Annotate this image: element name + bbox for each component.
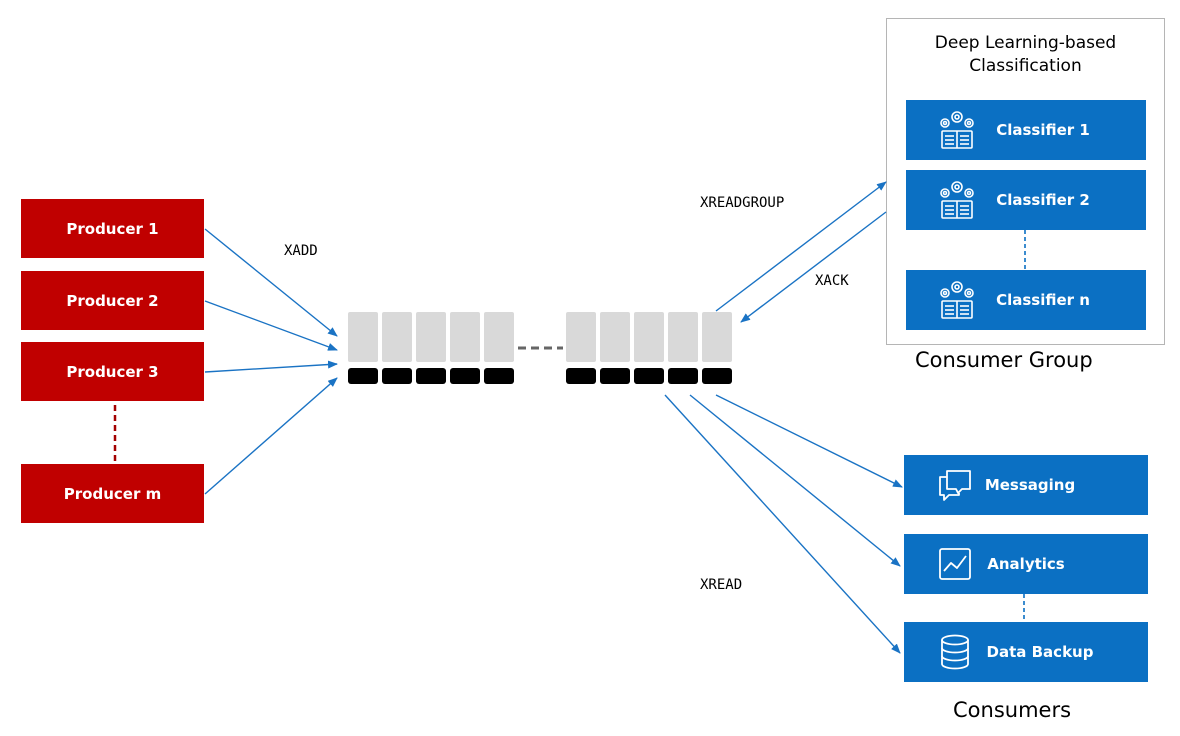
arrow-producer-m (204, 377, 338, 495)
database-icon (941, 634, 969, 670)
classifier-n-label: Classifier n (996, 291, 1090, 309)
producer-m-box: Producer m (21, 464, 204, 523)
stream-entry-id (382, 368, 412, 384)
xreadgroup-label: XREADGROUP (700, 195, 785, 211)
stream-entry (348, 312, 378, 362)
messaging-box: Messaging (904, 455, 1148, 515)
stream-entry-id (348, 368, 378, 384)
consumer-group-title: Deep Learning-based Classification (886, 32, 1165, 78)
stream-entry-id (450, 368, 480, 384)
producer-3-label: Producer 3 (66, 362, 159, 381)
classifier-2-label: Classifier 2 (996, 191, 1090, 209)
stream-entry (484, 312, 514, 362)
xadd-label: XADD (284, 243, 318, 259)
stream-entry-id (416, 368, 446, 384)
arrow-producer-2 (204, 300, 338, 351)
messaging-label: Messaging (984, 476, 1076, 494)
consumer-group-title-line2: Classification (969, 56, 1082, 76)
chat-bubbles-icon (939, 470, 971, 501)
consumer-group-title-line1: Deep Learning-based (934, 33, 1117, 53)
stream-entry-id (600, 368, 630, 384)
consumers-caption: Consumers (953, 698, 1072, 722)
producer-3-box: Producer 3 (21, 342, 204, 401)
stream-entry (634, 312, 664, 362)
classifier-2-box: Classifier 2 (906, 170, 1146, 230)
arrow-to-analytics (689, 394, 901, 567)
stream-entry (416, 312, 446, 362)
consumer-group-caption: Consumer Group (915, 348, 1093, 372)
stream-entry-id (566, 368, 596, 384)
classifier-icon (940, 281, 974, 319)
producer-1-label: Producer 1 (66, 219, 159, 238)
arrow-xack (740, 211, 887, 323)
data-backup-box: Data Backup (904, 622, 1148, 682)
stream-entry (566, 312, 596, 362)
arrow-xreadgroup (715, 181, 887, 312)
stream-entry-id (484, 368, 514, 384)
stream-entry-id (702, 368, 732, 384)
classifier-n-box: Classifier n (906, 270, 1146, 330)
arrow-to-messaging (715, 394, 903, 488)
classifier-1-box: Classifier 1 (906, 100, 1146, 160)
stream-entry-id (668, 368, 698, 384)
analytics-box: Analytics (904, 534, 1148, 594)
analytics-label: Analytics (987, 555, 1065, 573)
stream-entry (668, 312, 698, 362)
producer-m-label: Producer m (63, 484, 162, 503)
classifier-1-label: Classifier 1 (996, 121, 1090, 139)
line-chart-icon (939, 548, 971, 580)
xread-label: XREAD (700, 577, 743, 593)
producer-2-box: Producer 2 (21, 271, 204, 330)
arrow-producer-1 (204, 228, 338, 337)
stream-entry (702, 312, 732, 362)
producer-1-box: Producer 1 (21, 199, 204, 258)
classifier-icon (940, 111, 974, 149)
producer-2-label: Producer 2 (66, 291, 159, 310)
classifier-icon (940, 181, 974, 219)
xack-label: XACK (815, 273, 849, 289)
stream-entry (450, 312, 480, 362)
stream-entry (600, 312, 630, 362)
data-backup-label: Data Backup (986, 643, 1094, 661)
arrow-to-data-backup (664, 394, 901, 654)
arrow-producer-3 (204, 360, 338, 373)
stream-entry-id (634, 368, 664, 384)
stream-entry (382, 312, 412, 362)
